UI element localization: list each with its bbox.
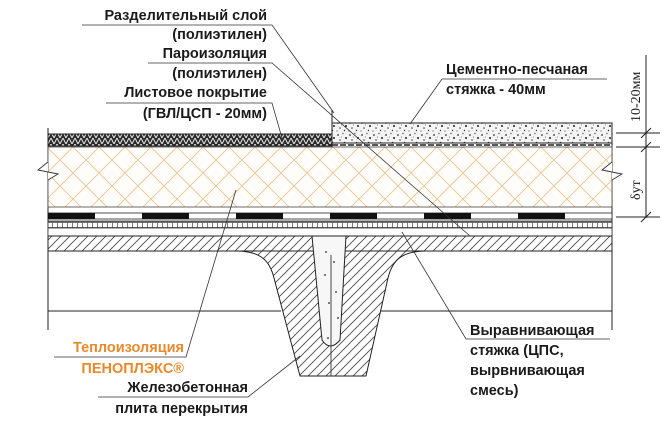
- sheet-covering-layer: [47, 133, 333, 147]
- vapor-barrier-segment: [48, 213, 95, 219]
- leader-concrete-slab: [98, 355, 301, 398]
- svg-text:плита перекрытия: плита перекрытия: [115, 401, 248, 417]
- svg-text:(полиэтилен): (полиэтилен): [172, 27, 267, 43]
- leader-cement-screed: [409, 78, 607, 125]
- dim-insulation-thickness: δут: [629, 180, 644, 200]
- svg-text:(полиэтилен): (полиэтилен): [172, 66, 267, 82]
- svg-text:(ГВЛ/ЦСП - 20мм): (ГВЛ/ЦСП - 20мм): [143, 106, 267, 122]
- vapor-barrier-segment: [518, 213, 565, 219]
- break-mark-left: [36, 161, 60, 181]
- svg-text:Железобетонная: Железобетонная: [126, 380, 248, 396]
- svg-text:Пароизоляция: Пароизоляция: [163, 46, 267, 62]
- label-separating-layer: Разделительный слой (полиэтилен): [104, 8, 267, 43]
- svg-text:вырвнивающая: вырвнивающая: [470, 363, 585, 379]
- vapor-barrier-segment: [236, 213, 283, 219]
- svg-text:смесь): смесь): [470, 383, 519, 399]
- leader-leveling-screed: [401, 231, 610, 340]
- leader-sheet-covering: [106, 102, 283, 139]
- break-mark-right: [600, 161, 624, 181]
- svg-text:Листовое покрытие: Листовое покрытие: [124, 85, 267, 101]
- leveling-screed-layer: [47, 220, 613, 229]
- svg-text:стяжка (ЦПС,: стяжка (ЦПС,: [470, 343, 564, 359]
- label-cement-screed: Цементно-песчаная стяжка - 40мм: [446, 62, 588, 98]
- dim-top-layer: 10-20мм: [629, 71, 644, 122]
- svg-text:Теплоизоляция: Теплоизоляция: [73, 340, 184, 356]
- insulation-layer: [47, 146, 613, 208]
- svg-text:Разделительный слой: Разделительный слой: [104, 8, 267, 24]
- cement-screed-layer: [331, 122, 613, 144]
- leader-vapor-barrier: [148, 62, 471, 237]
- vapor-barrier-segment: [142, 213, 189, 219]
- leader-insulation: [54, 189, 237, 358]
- label-insulation: Теплоизоляция ПЕНОПЛЭКС®: [73, 340, 184, 377]
- leader-separating-layer: [82, 24, 335, 114]
- svg-text:ПЕНОПЛЭКС®: ПЕНОПЛЭКС®: [81, 361, 184, 377]
- leveling-layer-lower: [47, 227, 613, 237]
- vapor-barrier-layer: [47, 212, 613, 220]
- svg-text:Выравнивающая: Выравнивающая: [470, 323, 594, 339]
- label-sheet-covering: Листовое покрытие (ГВЛ/ЦСП - 20мм): [124, 85, 267, 122]
- svg-text:Цементно-песчаная: Цементно-песчаная: [446, 62, 588, 78]
- label-concrete-slab: Железобетонная плита перекрытия: [115, 380, 248, 417]
- vapor-barrier-segment: [330, 213, 377, 219]
- label-leveling-screed: Выравнивающая стяжка (ЦПС, вырвнивающая …: [470, 323, 594, 399]
- label-vapor-barrier: Пароизоляция (полиэтилен): [163, 46, 268, 82]
- dimension-lines: [616, 55, 660, 223]
- svg-text:стяжка - 40мм: стяжка - 40мм: [446, 82, 546, 98]
